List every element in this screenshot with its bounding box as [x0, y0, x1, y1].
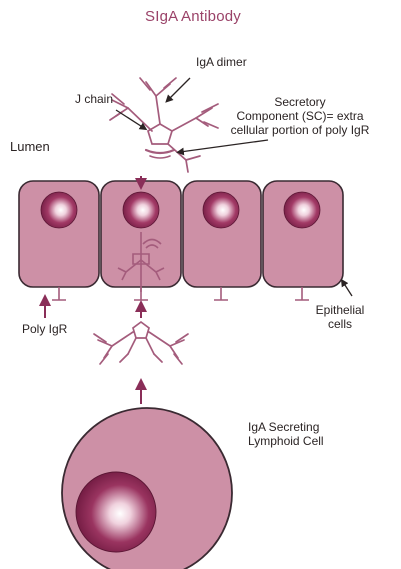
label-epithelial-line-2: cells: [305, 317, 375, 331]
label-secretory-line-1: Secretory: [230, 95, 370, 109]
label-iga-secreting-cell: IgA Secreting Lymphoid Cell: [248, 420, 324, 448]
epithelial-cell-layer: [19, 181, 343, 287]
lymphoid-cell: [62, 408, 232, 569]
j-chain-shape: [148, 124, 172, 144]
diagram-title: SIgA Antibody: [145, 8, 241, 26]
label-iga-dimer: IgA dimer: [196, 55, 247, 69]
nucleus-3: [203, 192, 239, 228]
label-secretory-component: Secretory Component (SC)= extra cellular…: [230, 95, 370, 137]
label-poly-igr: Poly IgR: [22, 322, 67, 336]
iga-dimer-top: [110, 78, 218, 172]
pointer-epithelial-cells: [343, 282, 352, 296]
label-epithelial-line-1: Epithelial: [305, 303, 375, 317]
lymphoid-cell-nucleus: [76, 472, 156, 552]
label-secretory-line-3: cellular portion of poly IgR: [230, 123, 370, 137]
label-epithelial-cells: Epithelial cells: [305, 303, 375, 331]
label-lumen: Lumen: [10, 140, 50, 154]
poly-igr-receptors: [52, 287, 309, 300]
label-iga-secreting-line-2: Lymphoid Cell: [248, 434, 324, 448]
label-iga-secreting-line-1: IgA Secreting: [248, 420, 324, 434]
label-j-chain: J chain: [75, 92, 113, 106]
nucleus-1: [41, 192, 77, 228]
label-secretory-line-2: Component (SC)= extra: [230, 109, 370, 123]
nucleus-2: [123, 192, 159, 228]
iga-dimer-bottom: [94, 322, 188, 364]
pointer-secretory-component: [180, 140, 268, 152]
nucleus-4: [284, 192, 320, 228]
